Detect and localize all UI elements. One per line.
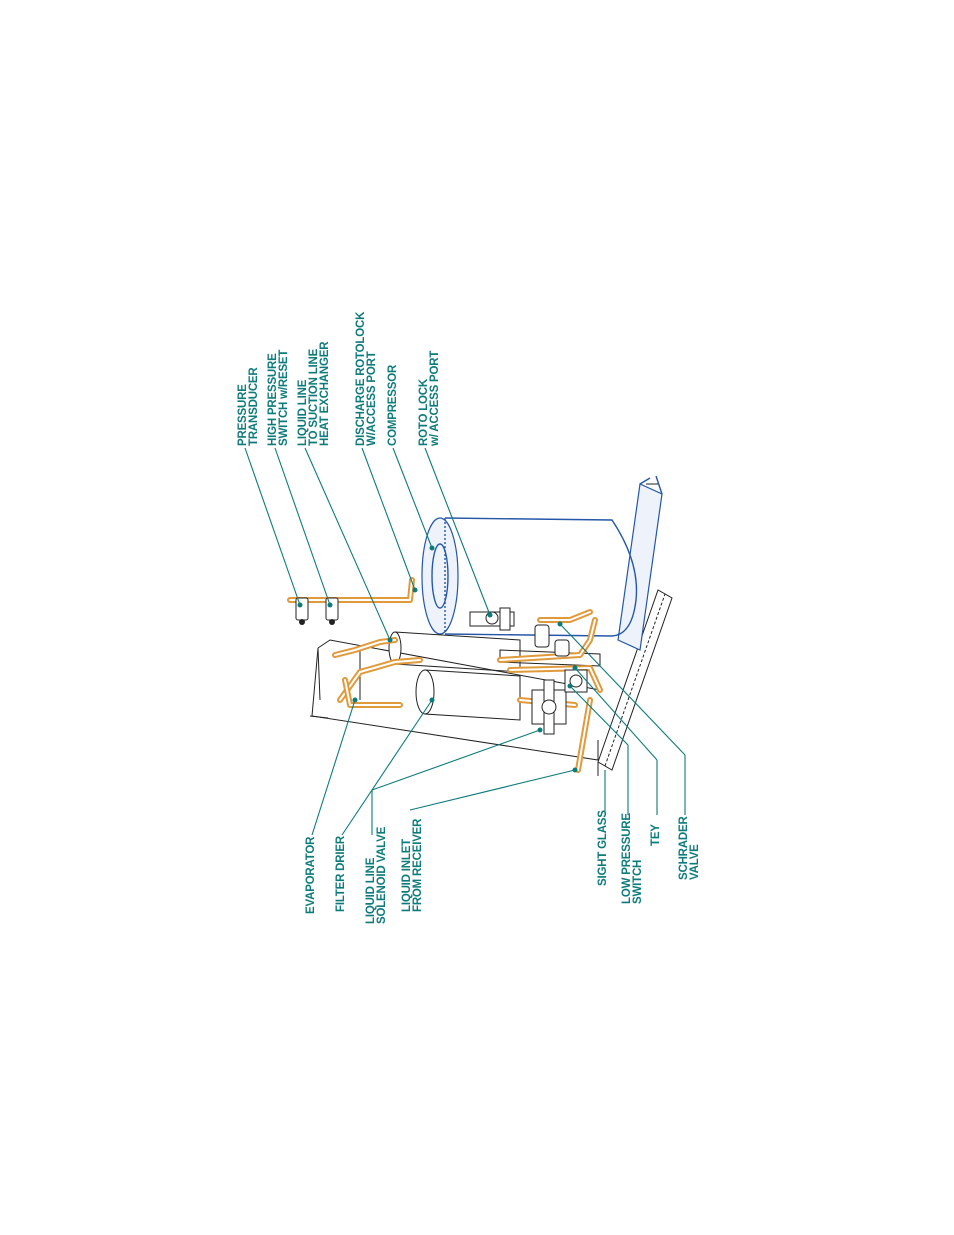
label-line: SWITCH w/RESET <box>278 350 290 446</box>
label-line: W/ACCESS PORT <box>366 351 378 446</box>
label-pressure-transducer: PRESSURE TRANSDUCER <box>237 367 260 446</box>
label-filter-drier: FILTER DRIER <box>335 835 347 912</box>
label-line: TEY <box>650 824 662 846</box>
label-line: FROM RECEIVER <box>412 818 424 912</box>
compressor-body <box>422 518 637 636</box>
label-roto-lock: ROTO LOCK w/ ACCESS PORT <box>418 351 441 447</box>
label-line: SWITCH <box>632 860 644 904</box>
label-line: FILTER DRIER <box>335 835 347 912</box>
label-line: w/ ACCESS PORT <box>429 351 441 447</box>
leader-lines <box>245 448 685 835</box>
label-evaporator: EVAPORATOR <box>305 836 317 914</box>
label-liquid-inlet: LIQUID INLET FROM RECEIVER <box>401 818 424 912</box>
label-high-pressure-switch: HIGH PRESSURE SWITCH w/RESET <box>267 350 290 446</box>
label-low-pressure-switch: LOW PRESSURE SWITCH <box>621 813 644 904</box>
label-discharge-rotolock: DISCHARGE ROTOLOCK W/ACCESS PORT <box>355 311 378 446</box>
solenoid-valve <box>532 680 566 734</box>
compressor-fittings <box>470 608 514 630</box>
label-line: SIGHT GLASS <box>597 810 609 886</box>
label-schrader-valve: SCHRADER VALVE <box>678 816 701 880</box>
label-liquid-line-solenoid-valve: LIQUID LINE SOLENOID VALVE <box>365 826 388 924</box>
label-line: COMPRESSOR <box>387 364 399 446</box>
label-line: SOLENOID VALVE <box>376 826 388 924</box>
label-liquid-line-heat-exchanger: LIQUID LINE TO SUCTION LINE HEAT EXCHANG… <box>297 341 331 446</box>
sight-glass-assembly <box>565 670 587 692</box>
filter-drier-shell <box>416 670 520 720</box>
label-tey: TEY <box>650 824 662 846</box>
label-line: TRANSDUCER <box>248 367 260 446</box>
label-line: EVAPORATOR <box>305 836 317 914</box>
label-sight-glass: SIGHT GLASS <box>597 810 609 886</box>
label-compressor: COMPRESSOR <box>387 364 399 446</box>
label-line: HEAT EXCHANGER <box>319 341 331 446</box>
label-line: VALVE <box>689 844 701 880</box>
